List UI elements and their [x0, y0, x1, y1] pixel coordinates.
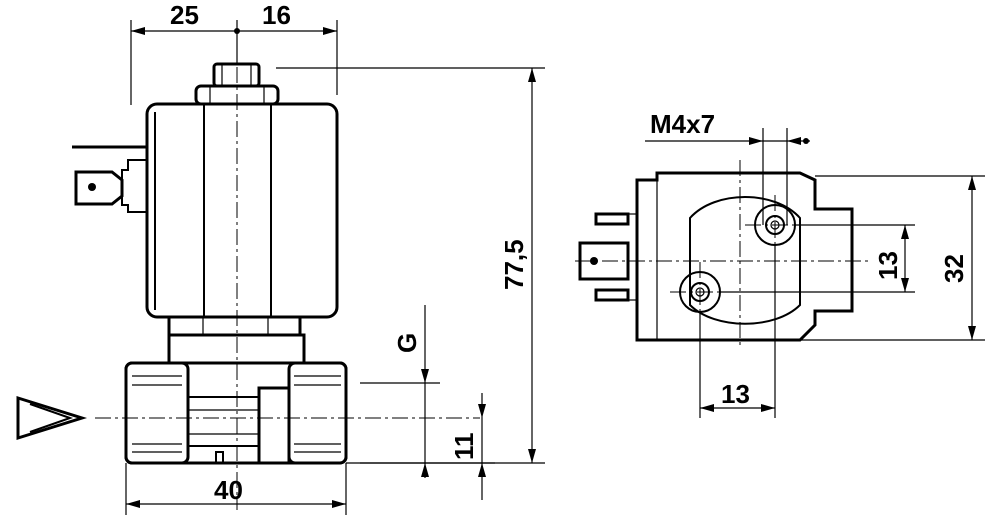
dimension-hole-spacing-horizontal: 13	[699, 245, 776, 418]
dim-11-label: 11	[449, 433, 479, 461]
dim-13-horizontal-label: 13	[721, 379, 750, 409]
dimension-top-width: 25 16	[130, 0, 338, 105]
dimension-height: 77,5	[276, 67, 545, 464]
dim-32-label: 32	[939, 254, 969, 283]
bottom-view: M4x7 32 13 13	[575, 109, 985, 418]
coil-connector	[72, 145, 147, 213]
flow-direction-arrow	[16, 395, 88, 441]
dim-13-vertical-label: 13	[873, 251, 903, 280]
collar	[167, 315, 306, 365]
dimension-port-height: 11	[440, 393, 495, 500]
dim-25-label: 25	[170, 0, 199, 30]
dimension-right-height: 32	[800, 175, 985, 341]
dim-16-label: 16	[262, 0, 291, 30]
coil-body	[145, 102, 339, 319]
dim-77-5-label: 77,5	[499, 239, 529, 290]
side-view: 25 16	[16, 0, 545, 515]
dimension-thread: G	[360, 305, 440, 478]
dim-M4x7-label: M4x7	[650, 109, 715, 139]
dimension-base-width: 40	[125, 463, 347, 515]
valve-body	[124, 361, 348, 465]
dim-40-label: 40	[214, 475, 243, 505]
dimension-hole-spacing-vertical: 13	[720, 224, 915, 293]
dim-G-label: G	[392, 333, 422, 353]
connector-blades	[578, 212, 637, 302]
dimension-screw: M4x7	[645, 109, 810, 225]
